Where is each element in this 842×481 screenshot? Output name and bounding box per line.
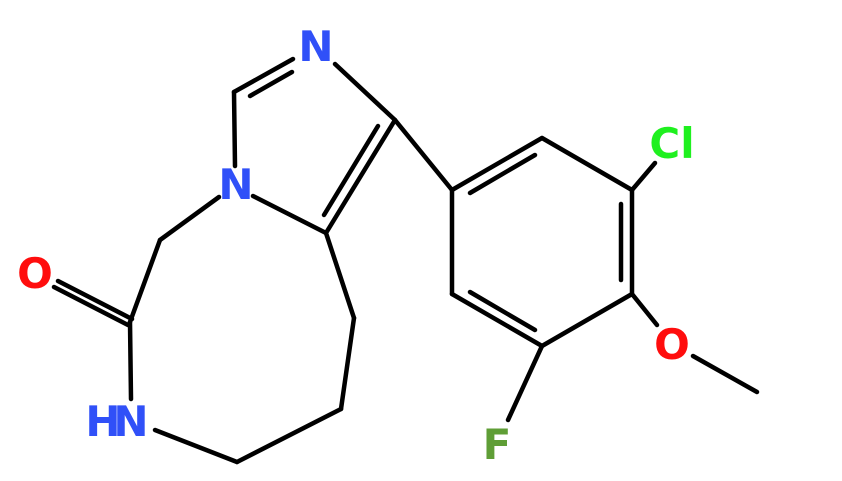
- bond-ch2-c8a: [323, 230, 357, 321]
- bond-benzene-tl-t-double: [467, 152, 538, 196]
- bond-n3-c2: [231, 56, 296, 95]
- bond-c-o-double-a: [55, 278, 135, 322]
- bond-c-o-double-b: [51, 284, 131, 328]
- bond-benzene-b-bl-double: [467, 289, 538, 333]
- bond-n3-c2-double: [247, 69, 295, 99]
- bond-benzene-tl-t: [449, 135, 545, 193]
- bond-o-methyl: [690, 353, 760, 395]
- bond-ch2-ch2-bottom: [234, 406, 344, 465]
- bond-ch2-ch2-right: [338, 315, 357, 412]
- bond-c-cl: [629, 160, 658, 193]
- bond-nh-ch2: [152, 427, 240, 465]
- bond-c8a-c2ar: [323, 117, 398, 236]
- bond-c2ar-n3: [332, 61, 398, 123]
- bond-n1-ch2: [157, 194, 222, 243]
- atom-label-imidazole-n1: N: [218, 160, 253, 209]
- bond-co-nh: [127, 319, 134, 402]
- atom-label-lactam-n: N: [113, 397, 148, 446]
- atom-label-chlorine: Cl: [649, 119, 694, 168]
- atom-label-lactam-h: H: [85, 397, 120, 446]
- bond-n1-c8a: [250, 193, 329, 236]
- bond-c2-n1: [231, 89, 238, 169]
- bond-aryl-link: [392, 117, 455, 193]
- bond-ch2-co: [127, 237, 163, 325]
- bond-c8a-c2ar-double: [321, 123, 381, 218]
- atom-label-methoxy-o: O: [654, 320, 690, 369]
- atom-label-lactam-carbonyl-o: O: [17, 249, 53, 298]
- bond-benzene-b-bl: [449, 291, 545, 349]
- bond-benzene-br-b: [539, 291, 635, 349]
- atom-label-fluorine: F: [483, 420, 512, 469]
- bond-benzene-t-tr: [539, 135, 635, 193]
- bond-c-f: [505, 343, 545, 423]
- bond-c-omethoxy: [629, 291, 660, 328]
- atom-label-imidazole-n3: N: [298, 22, 333, 71]
